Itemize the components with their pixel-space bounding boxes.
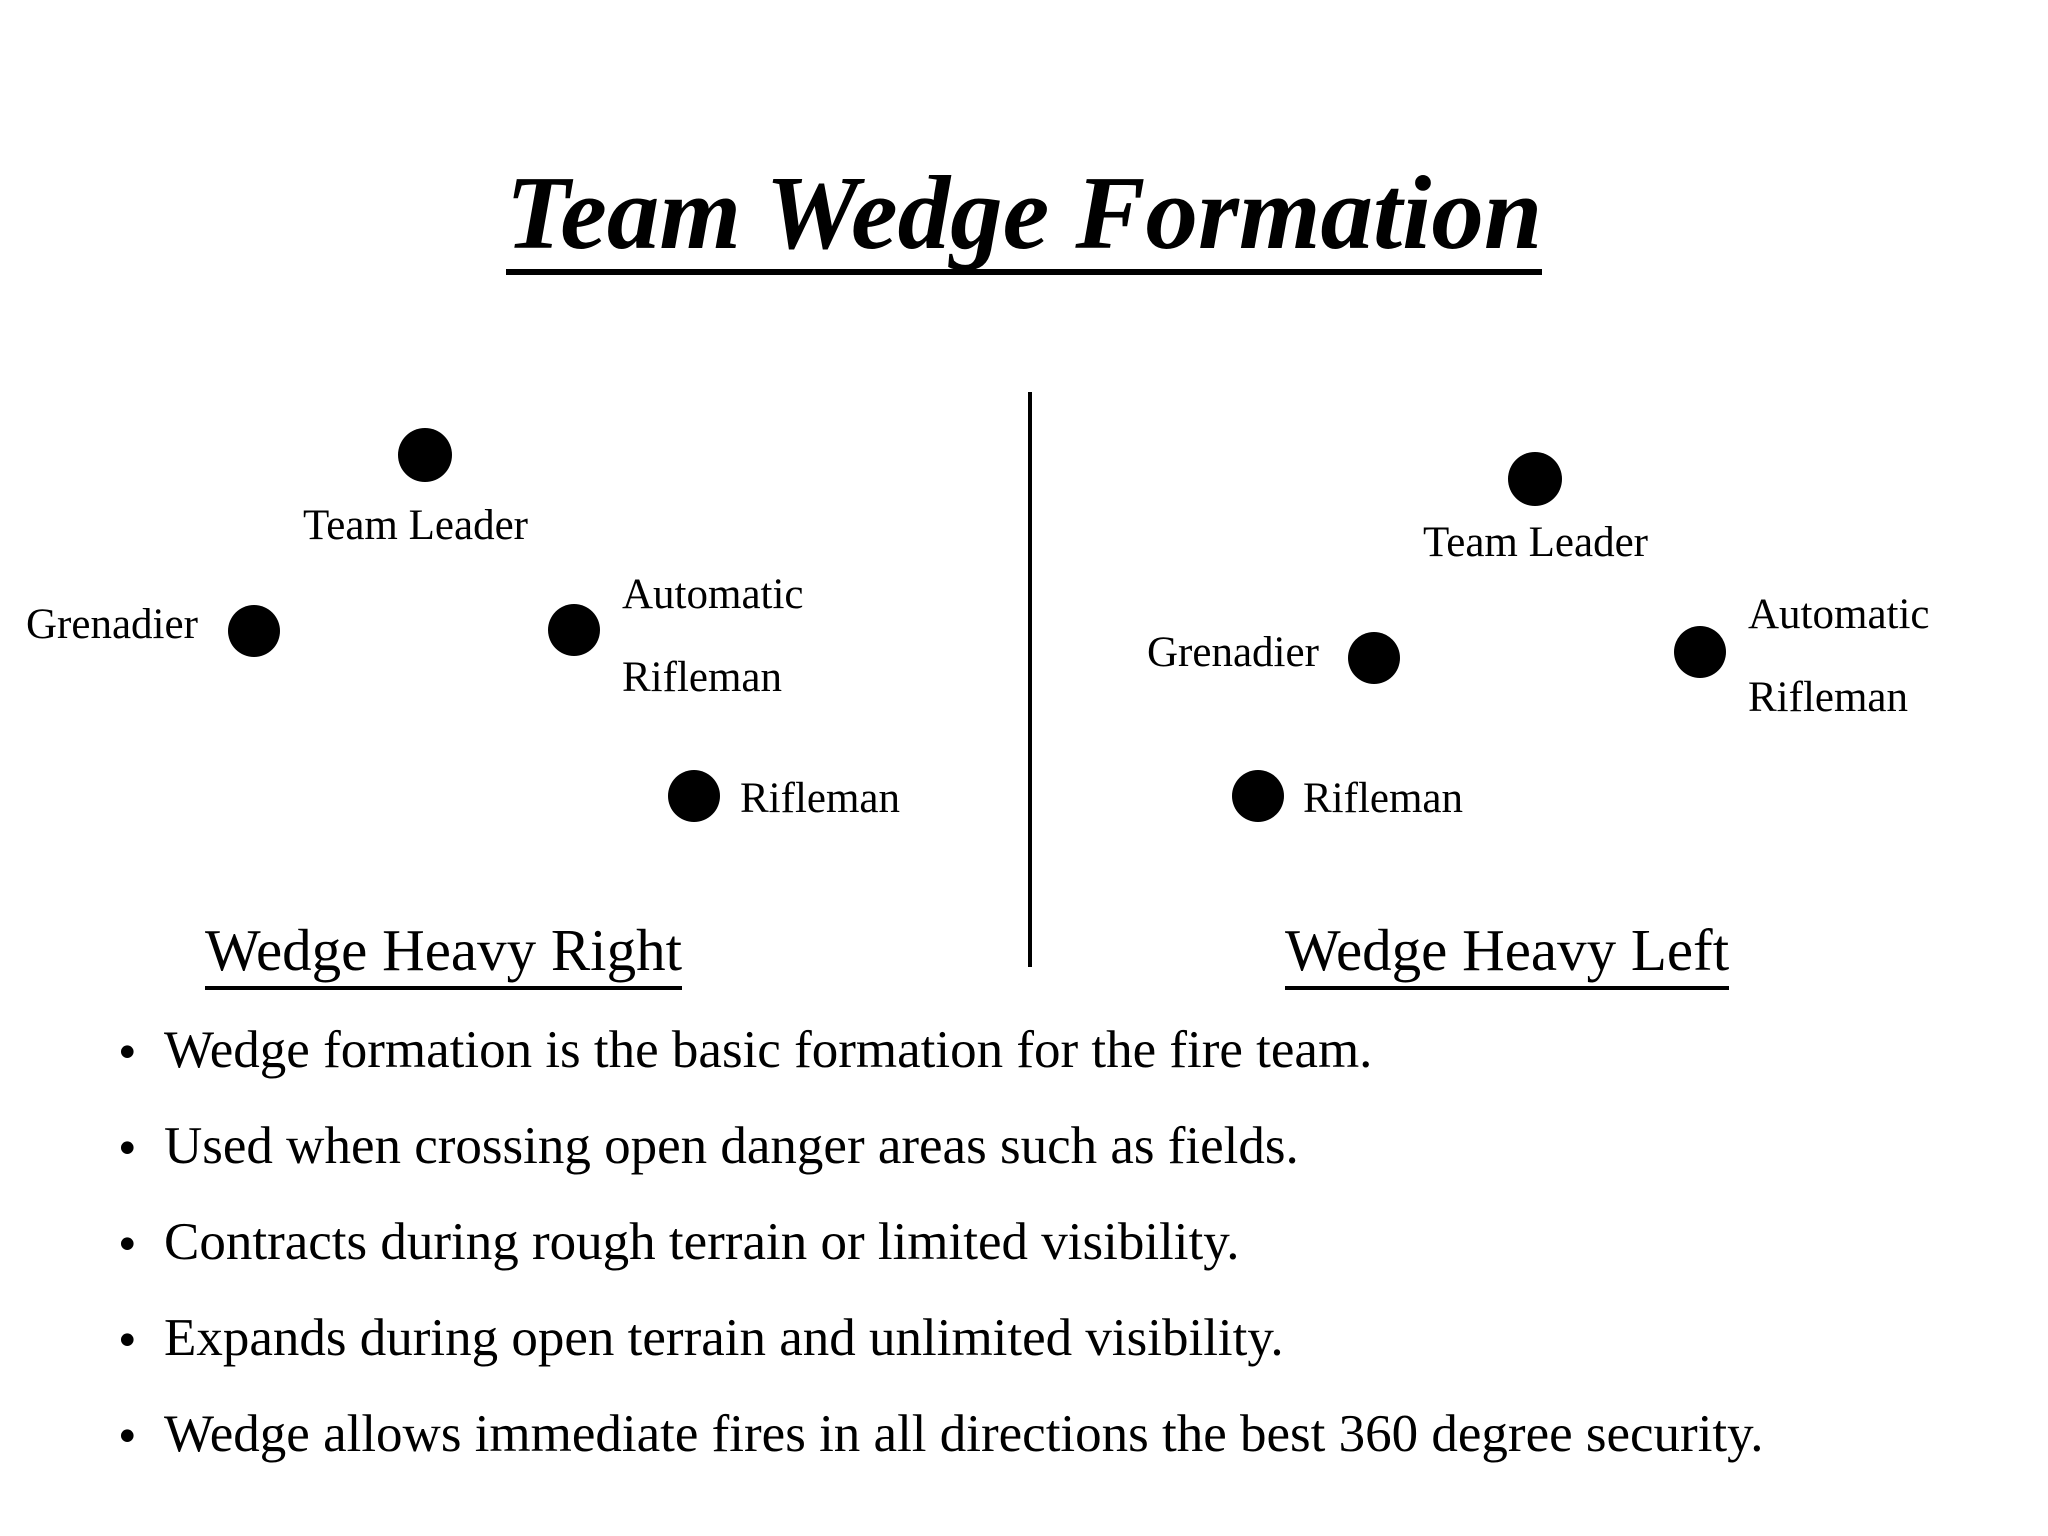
- marker-grenadier: [228, 605, 280, 657]
- label-team-leader: Team Leader: [1423, 519, 1648, 566]
- label-rifleman: Rifleman: [1303, 775, 1464, 822]
- marker-team-leader: [1508, 452, 1562, 506]
- label-team-leader: Team Leader: [303, 502, 528, 549]
- bullet-list: • Wedge formation is the basic formation…: [118, 1024, 1998, 1504]
- label-grenadier: Grenadier: [26, 601, 198, 648]
- bullet-marker-icon: •: [118, 1119, 137, 1177]
- bullet-text: Contracts during rough terrain or limite…: [164, 1213, 1240, 1271]
- marker-automatic-rifleman: [548, 604, 600, 656]
- marker-team-leader: [398, 428, 452, 482]
- bullet-text: Used when crossing open danger areas suc…: [164, 1117, 1299, 1175]
- panel-divider: [1028, 392, 1032, 967]
- caption-wedge-heavy-left-text: Wedge Heavy Left: [1285, 916, 1730, 990]
- bullet-text: Wedge allows immediate fires in all dire…: [164, 1405, 1764, 1463]
- label-rifleman: Rifleman: [740, 775, 901, 822]
- marker-grenadier: [1348, 632, 1400, 684]
- bullet-marker-icon: •: [118, 1215, 137, 1273]
- bullet-marker-icon: •: [118, 1311, 137, 1369]
- page-title: Team Wedge Formation: [0, 160, 2048, 275]
- label-grenadier: Grenadier: [1147, 629, 1319, 676]
- bullet-marker-icon: •: [118, 1407, 137, 1465]
- bullet-item: • Used when crossing open danger areas s…: [118, 1120, 1998, 1216]
- page-title-text: Team Wedge Formation: [505, 160, 1543, 275]
- bullet-text: Expands during open terrain and unlimite…: [164, 1309, 1284, 1367]
- bullet-marker-icon: •: [118, 1023, 137, 1081]
- caption-wedge-heavy-right: Wedge Heavy Right: [205, 916, 682, 990]
- bullet-item: • Expands during open terrain and unlimi…: [118, 1312, 1998, 1408]
- marker-automatic-rifleman: [1674, 626, 1726, 678]
- bullet-item: • Contracts during rough terrain or limi…: [118, 1216, 1998, 1312]
- caption-wedge-heavy-left: Wedge Heavy Left: [1285, 916, 1730, 990]
- label-automatic-rifleman-line1: Automatic: [622, 571, 804, 618]
- caption-wedge-heavy-right-text: Wedge Heavy Right: [205, 916, 682, 990]
- marker-rifleman: [668, 770, 720, 822]
- marker-rifleman: [1232, 770, 1284, 822]
- label-automatic-rifleman-line1: Automatic: [1748, 591, 1930, 638]
- label-automatic-rifleman-line2: Rifleman: [622, 654, 783, 701]
- bullet-item: • Wedge formation is the basic formation…: [118, 1024, 1998, 1120]
- bullet-item: • Wedge allows immediate fires in all di…: [118, 1408, 1998, 1504]
- label-automatic-rifleman-line2: Rifleman: [1748, 674, 1909, 721]
- bullet-text: Wedge formation is the basic formation f…: [164, 1021, 1373, 1079]
